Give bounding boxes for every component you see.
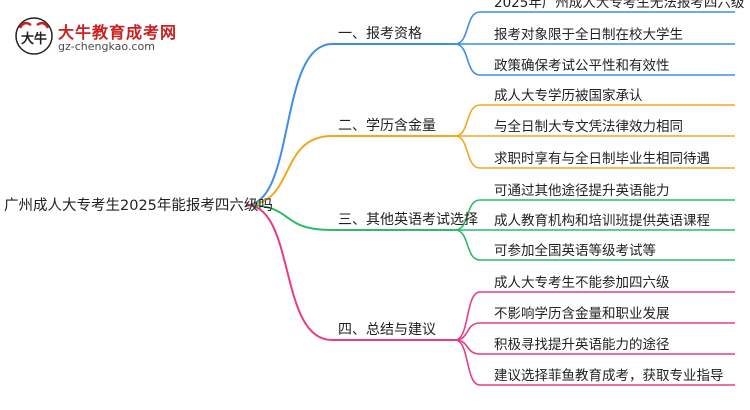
branch-connector [245, 43, 333, 206]
leaf-topic: 可通过其他途径提升英语能力 [494, 182, 670, 199]
branch-topic: 三、其他英语考试选择 [338, 211, 478, 228]
branch-connector [245, 204, 333, 341]
mind-map-nodes: 广州成人大专考生2025年能报考四六级吗 一、报考资格 2025年广州成人大专考生无… [4, 0, 745, 384]
logo-mark-text: 大牛 [21, 31, 47, 47]
leaf-topic: 2025年广州成人大专考生无法报考四六级 [494, 0, 745, 11]
leaf-topic: 积极寻找提升英语能力的途径 [494, 336, 670, 353]
leaf-topic: 不影响学历含金量和职业发展 [494, 306, 670, 322]
root-topic: 广州成人大专考生2025年能报考四六级吗 [4, 197, 273, 214]
branch-topic: 二、学历含金量 [338, 118, 436, 134]
branch-connector [245, 204, 333, 231]
leaf-topic: 可参加全国英语等级考试等 [494, 242, 656, 259]
bull-logo-icon: 大牛 [15, 17, 53, 55]
branch-topic: 四、总结与建议 [338, 322, 436, 338]
leaf-connector [454, 135, 481, 169]
logo-url: gz-chengkao.com [58, 40, 155, 53]
branch-topic: 一、报考资格 [338, 26, 422, 42]
leaf-topic: 报考对象限于全日制在校大学生 [494, 26, 683, 43]
site-logo[interactable]: 大牛 大牛教育成考网 gz-chengkao.com [14, 16, 204, 60]
mind-map-edges [245, 11, 735, 386]
leaf-connector [454, 291, 481, 341]
leaf-connector [454, 199, 481, 231]
leaf-connector [454, 229, 481, 261]
leaf-connector [454, 322, 481, 341]
leaf-topic: 成人大专考生不能参加四六级 [494, 274, 670, 291]
leaf-topic: 求职时享有与全日制毕业生相同待遇 [494, 150, 710, 167]
leaf-connector [454, 104, 481, 137]
leaf-connector [454, 43, 481, 76]
leaf-topic: 政策确保考试公平性和有效性 [494, 57, 670, 74]
leaf-connector [454, 339, 481, 386]
leaf-topic: 成人教育机构和培训班提供英语课程 [494, 212, 710, 229]
leaf-topic: 成人大专学历被国家承认 [494, 87, 643, 104]
leaf-connector [454, 11, 481, 45]
leaf-topic: 建议选择菲鱼教育成考，获取专业指导 [494, 367, 724, 384]
logo-title: 大牛教育成考网 [58, 23, 178, 42]
leaf-topic: 与全日制大专文凭法律效力相同 [494, 118, 683, 135]
branch-connector [245, 135, 333, 206]
